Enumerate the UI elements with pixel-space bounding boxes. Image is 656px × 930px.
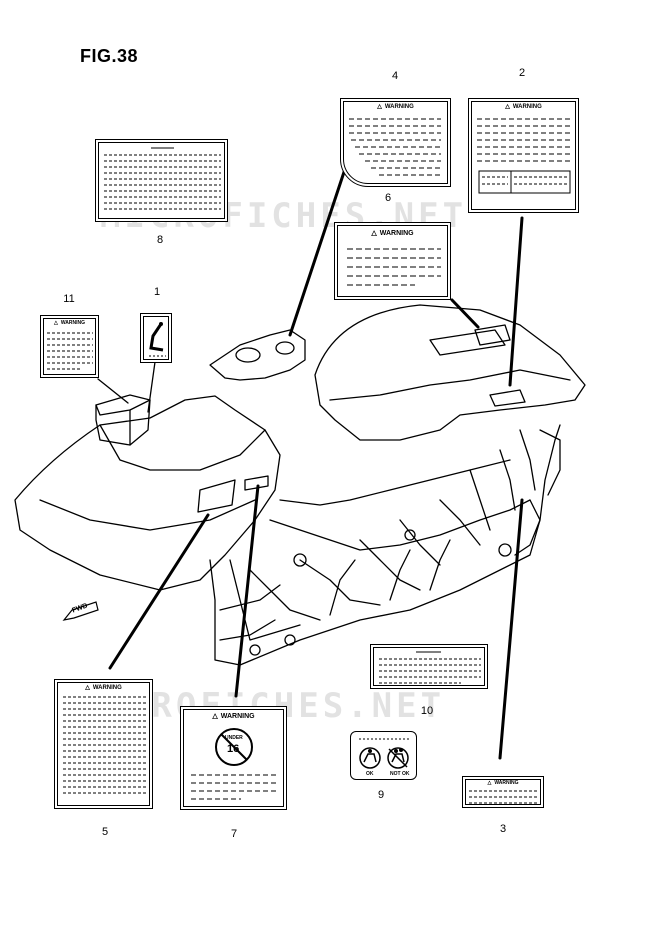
- callout-3: 3: [499, 823, 507, 835]
- warning-label-11: △WARNING: [40, 315, 99, 378]
- under-16-icon: [191, 728, 278, 800]
- leader-4: [288, 161, 349, 337]
- warning-label-7: △WARNING UNDER 16: [180, 706, 287, 810]
- leader-11: [97, 378, 129, 404]
- warning-label-4: △WARNING: [340, 98, 451, 187]
- label-8-text-lines: [104, 147, 221, 210]
- shift-label-1: [140, 313, 172, 363]
- callout-8: 8: [156, 234, 164, 246]
- label-2-text-lines: [477, 118, 571, 194]
- label-11-text-lines: [47, 332, 93, 370]
- warning-heading: WARNING: [220, 713, 255, 720]
- label-10-text-lines: [379, 651, 481, 684]
- warning-triangle-icon: △: [487, 780, 492, 786]
- leader-2: [508, 216, 524, 387]
- label-5-text-lines: [63, 696, 146, 794]
- warning-triangle-icon: △: [505, 104, 510, 110]
- forward-arrow-icon: [62, 601, 99, 621]
- leader-3: [498, 498, 524, 760]
- callout-1: 1: [153, 286, 161, 298]
- label-3-text-lines: [469, 790, 539, 804]
- warning-label-6: △WARNING: [334, 222, 451, 300]
- warning-triangle-icon: △: [85, 685, 90, 691]
- warning-heading: WARNING: [60, 320, 86, 326]
- callout-7: 7: [230, 828, 238, 840]
- warning-heading: WARNING: [512, 104, 542, 110]
- warning-heading: WARNING: [494, 780, 519, 786]
- front-fender: [14, 395, 281, 591]
- callout-5: 5: [101, 826, 109, 838]
- label-6-text-lines: [347, 248, 441, 286]
- warning-label-2: △WARNING: [468, 98, 579, 213]
- warning-label-3: △WARNING: [462, 776, 544, 808]
- passenger-pictogram-icon: [359, 738, 409, 769]
- frame-main: [209, 424, 561, 666]
- leader-7: [234, 484, 260, 698]
- fuel-tank: [209, 329, 306, 381]
- callout-2: 2: [518, 67, 526, 79]
- ok-text: OK: [366, 771, 374, 777]
- info-label-8: [95, 139, 228, 222]
- callout-6: 6: [384, 192, 392, 204]
- warning-heading: WARNING: [384, 104, 414, 110]
- shift-pattern-icon: [149, 322, 166, 357]
- figure-title: FIG.38: [80, 46, 139, 66]
- age-16-text: 16: [227, 743, 240, 755]
- warning-label-5: △WARNING: [54, 679, 153, 809]
- rear-fender: [314, 304, 586, 441]
- callout-10: 10: [420, 705, 434, 717]
- warning-triangle-icon: △: [371, 230, 377, 237]
- label-4-text-lines: [349, 118, 441, 176]
- callout-9: 9: [377, 789, 385, 801]
- leader-6: [450, 298, 480, 329]
- warning-heading: WARNING: [379, 230, 414, 237]
- leader-5: [108, 513, 210, 670]
- under-text: UNDER: [225, 735, 243, 741]
- callout-4: 4: [391, 70, 399, 82]
- warning-triangle-icon: △: [377, 104, 382, 110]
- passenger-label-9: OK NOT OK: [350, 731, 417, 780]
- leader-1: [147, 361, 156, 413]
- not-ok-text: NOT OK: [390, 771, 410, 777]
- info-label-10: [370, 644, 488, 689]
- callout-11: 11: [63, 293, 75, 305]
- warning-triangle-icon: △: [53, 320, 58, 326]
- warning-heading: WARNING: [92, 685, 122, 691]
- warning-triangle-icon: △: [212, 713, 218, 720]
- front-box: [95, 394, 151, 446]
